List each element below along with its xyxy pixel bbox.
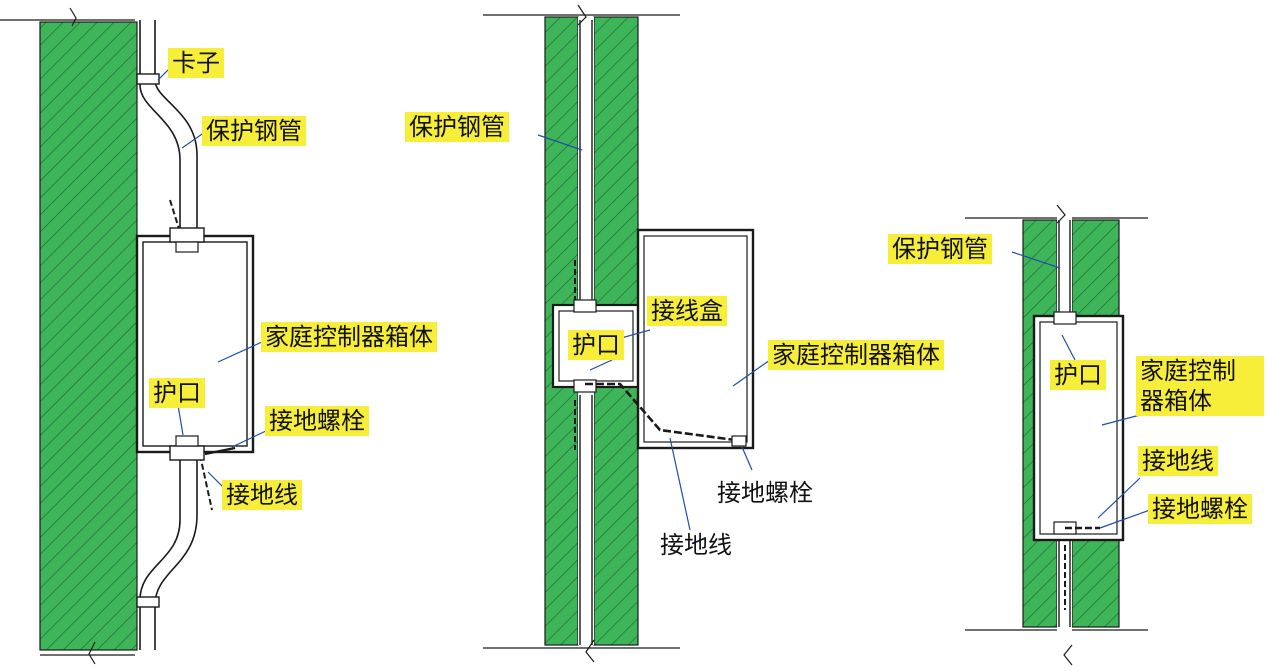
left-wall bbox=[39, 21, 138, 651]
left-label-steel-pipe: 保护钢管 bbox=[202, 116, 306, 146]
right-label-controller-box-line1: 家庭控制 bbox=[1140, 357, 1236, 385]
right-label-bushing: 护口 bbox=[1050, 360, 1106, 390]
left-label-bushing: 护口 bbox=[149, 378, 205, 408]
right-label-controller-box: 家庭控制 器箱体 bbox=[1136, 356, 1264, 416]
left-lower-pipe bbox=[139, 452, 198, 650]
middle-label-steel-pipe: 保护钢管 bbox=[405, 112, 509, 142]
middle-label-junction-box: 接线盒 bbox=[647, 296, 727, 326]
right-controller-box bbox=[1032, 314, 1125, 542]
right-label-ground-bolt: 接地螺栓 bbox=[1148, 494, 1252, 524]
middle-label-bushing: 护口 bbox=[568, 330, 624, 360]
left-panel bbox=[0, 7, 269, 665]
left-label-clip: 卡子 bbox=[168, 48, 224, 78]
middle-label-ground-wire: 接地线 bbox=[660, 531, 732, 559]
middle-controller-box bbox=[636, 228, 755, 450]
left-clip bbox=[136, 73, 160, 85]
right-panel bbox=[965, 204, 1151, 666]
middle-label-controller-box: 家庭控制器箱体 bbox=[768, 340, 944, 370]
left-label-controller-box: 家庭控制器箱体 bbox=[261, 322, 437, 352]
middle-panel bbox=[483, 4, 771, 663]
left-label-ground-wire: 接地线 bbox=[222, 480, 302, 510]
left-label-ground-bolt: 接地螺栓 bbox=[265, 406, 369, 436]
middle-label-ground-bolt: 接地螺栓 bbox=[717, 479, 813, 507]
right-label-ground-wire: 接地线 bbox=[1138, 446, 1218, 476]
right-label-controller-box-line2: 器箱体 bbox=[1140, 387, 1212, 415]
left-controller-box bbox=[135, 234, 255, 454]
right-label-steel-pipe: 保护钢管 bbox=[888, 234, 992, 264]
